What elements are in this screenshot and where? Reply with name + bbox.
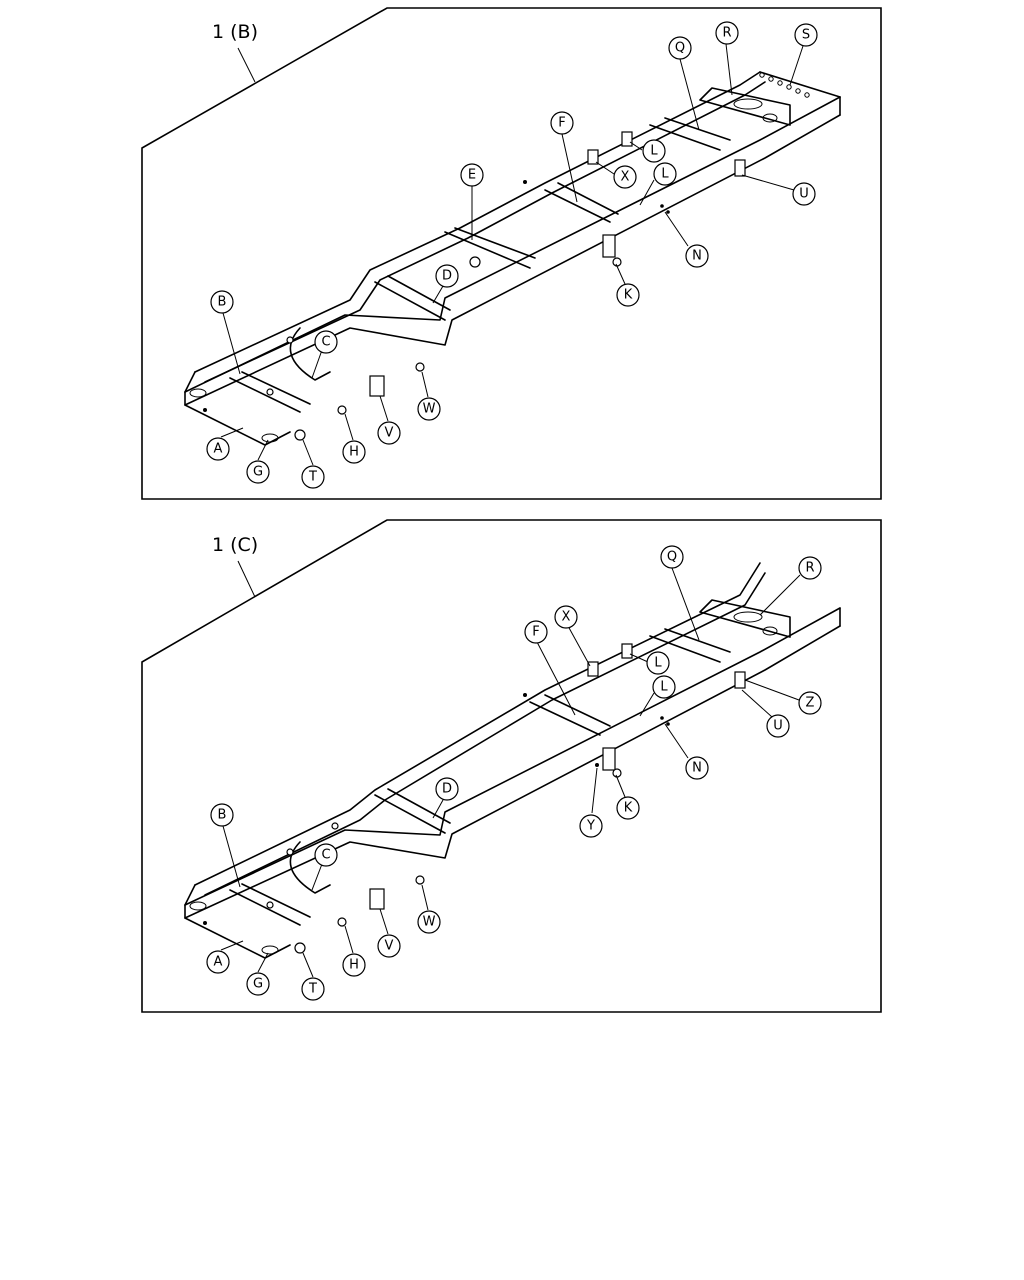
svg-text:D: D: [442, 269, 452, 284]
callout-1c-b: B: [210, 803, 234, 827]
panel-1b-title: 1 (B): [212, 21, 258, 43]
svg-text:N: N: [692, 249, 702, 264]
callout-1c-w: W: [417, 910, 441, 934]
callout-1b-g: G: [246, 460, 270, 484]
callout-1c-v: V: [377, 934, 401, 958]
svg-text:F: F: [532, 625, 539, 640]
svg-text:S: S: [802, 28, 810, 43]
svg-text:T: T: [308, 470, 317, 485]
svg-text:C: C: [321, 848, 330, 863]
svg-text:G: G: [253, 977, 263, 992]
panel-1b-border: [141, 7, 882, 500]
callout-1c-d: D: [435, 777, 459, 801]
callout-1b-b: B: [210, 290, 234, 314]
svg-text:L: L: [660, 680, 668, 695]
svg-text:U: U: [799, 187, 809, 202]
svg-text:R: R: [805, 561, 814, 576]
callout-1c-z: Z: [798, 691, 822, 715]
callout-1b-l-lower: L: [653, 162, 677, 186]
callout-1c-h: H: [342, 953, 366, 977]
svg-text:H: H: [349, 958, 359, 973]
panel-1c: 1 (C): [141, 519, 882, 1013]
callout-1b-t: T: [301, 465, 325, 489]
svg-text:E: E: [468, 168, 476, 183]
svg-text:W: W: [423, 915, 436, 930]
svg-text:X: X: [562, 610, 571, 625]
svg-text:H: H: [349, 445, 359, 460]
svg-text:V: V: [385, 939, 394, 954]
callout-1c-n: N: [685, 756, 709, 780]
callout-1c-q: Q: [660, 545, 684, 569]
panel-1c-leaders: [220, 567, 801, 978]
callout-1b-s: S: [794, 23, 818, 47]
callout-1c-k: K: [616, 796, 640, 820]
svg-text:L: L: [654, 656, 662, 671]
callout-1b-a: A: [206, 437, 230, 461]
callout-1b-k: K: [616, 283, 640, 307]
svg-text:D: D: [442, 782, 452, 797]
svg-text:A: A: [214, 442, 223, 457]
svg-text:Z: Z: [806, 696, 815, 711]
svg-text:B: B: [218, 808, 227, 823]
svg-text:W: W: [423, 402, 436, 417]
panel-1b-title-leader: [237, 47, 256, 83]
svg-text:N: N: [692, 761, 702, 776]
svg-text:K: K: [624, 801, 633, 816]
callout-1c-g: G: [246, 972, 270, 996]
callout-1b-x: X: [613, 165, 637, 189]
panel-1b-leaders: [220, 43, 804, 466]
svg-text:Q: Q: [667, 550, 677, 565]
callout-1b-h: H: [342, 440, 366, 464]
callout-1b-v: V: [377, 421, 401, 445]
svg-text:T: T: [308, 982, 317, 997]
callout-1b-r: R: [715, 21, 739, 45]
svg-text:V: V: [385, 426, 394, 441]
callout-1c-f: F: [524, 620, 548, 644]
svg-text:X: X: [621, 170, 630, 185]
svg-text:K: K: [624, 288, 633, 303]
callout-1b-q: Q: [668, 36, 692, 60]
svg-text:Y: Y: [586, 819, 595, 834]
frame-1b-drawing: [184, 71, 841, 446]
callout-1c-t: T: [301, 977, 325, 1001]
callout-1c-a: A: [206, 950, 230, 974]
panel-1c-title-leader: [237, 560, 256, 598]
callout-1b-c: C: [314, 330, 338, 354]
callout-1b-n: N: [685, 244, 709, 268]
panel-1b: 1 (B): [141, 7, 882, 500]
svg-text:U: U: [773, 719, 783, 734]
svg-text:L: L: [661, 167, 669, 182]
callout-1c-x: X: [554, 605, 578, 629]
frame-1c-drawing: [184, 562, 841, 959]
callout-1b-e: E: [460, 163, 484, 187]
panel-1c-title: 1 (C): [212, 534, 258, 556]
panel-1c-border: [141, 519, 882, 1013]
callout-1b-l-upper: L: [642, 139, 666, 163]
svg-text:G: G: [253, 465, 263, 480]
svg-text:L: L: [650, 144, 658, 159]
svg-text:B: B: [218, 295, 227, 310]
callout-1c-y: Y: [579, 814, 603, 838]
callout-1c-r: R: [798, 556, 822, 580]
svg-text:A: A: [214, 955, 223, 970]
callout-1b-f: F: [550, 111, 574, 135]
callout-1b-u: U: [792, 182, 816, 206]
callout-1b-w: W: [417, 397, 441, 421]
svg-text:F: F: [558, 116, 565, 131]
callout-1b-d: D: [435, 264, 459, 288]
callout-1c-l-lower: L: [652, 675, 676, 699]
svg-text:Q: Q: [675, 41, 685, 56]
callout-1c-c: C: [314, 843, 338, 867]
callout-1c-l-upper: L: [646, 651, 670, 675]
svg-text:C: C: [321, 335, 330, 350]
svg-text:R: R: [722, 26, 731, 41]
callout-1c-u: U: [766, 714, 790, 738]
